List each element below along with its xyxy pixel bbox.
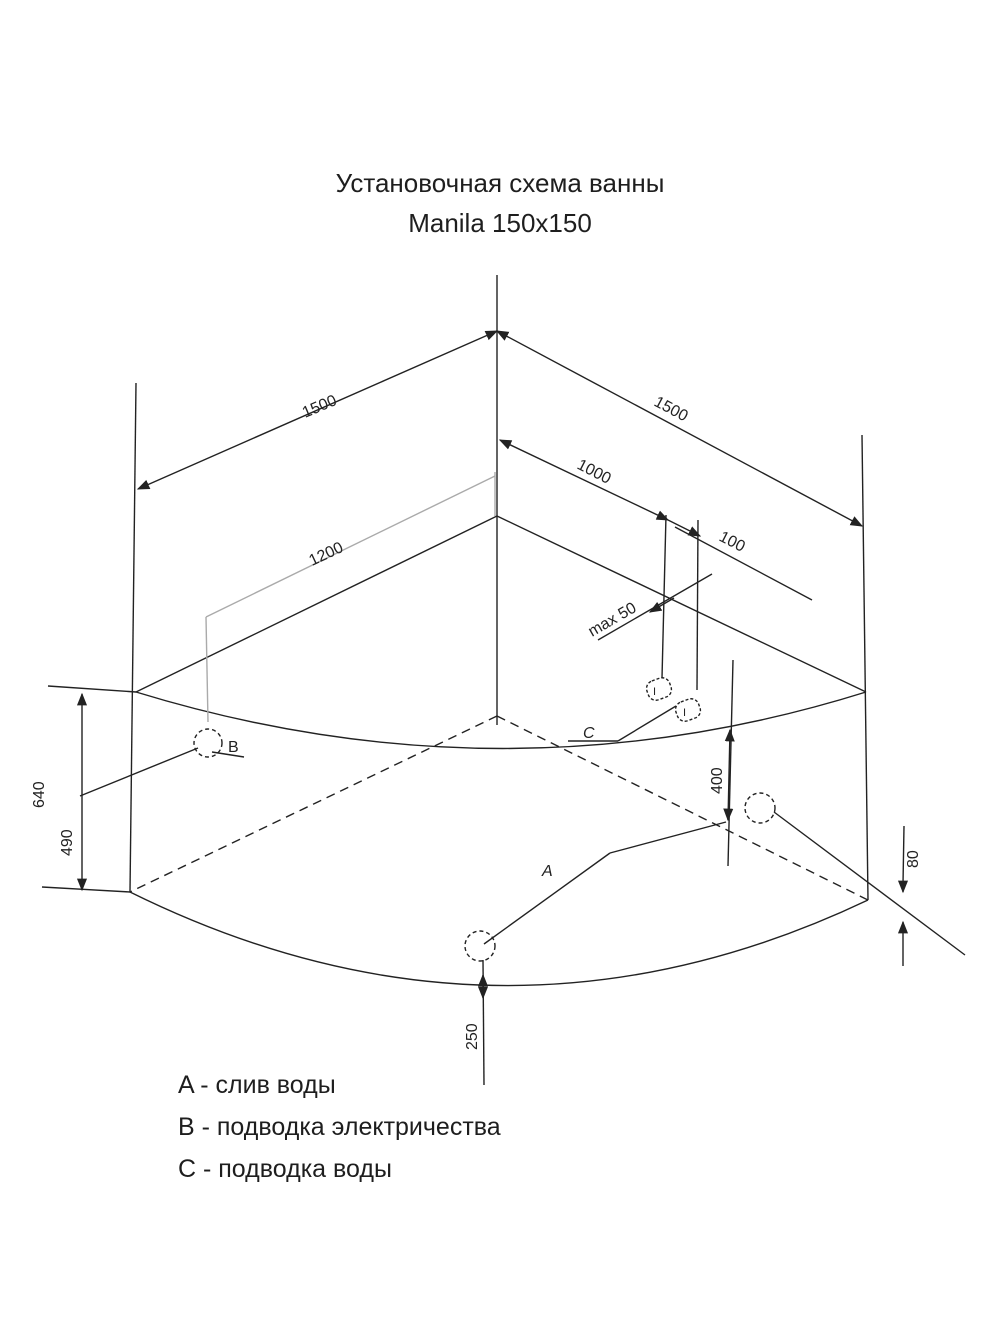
point-a-label: A (541, 863, 553, 880)
top-rim-right-edge (496, 515, 867, 693)
label-1000: 1000 (574, 456, 614, 487)
c-leader-diagonal (617, 705, 677, 742)
inlet-1-glyph: I (653, 686, 656, 698)
inlet-2-vertical (696, 519, 699, 691)
legend-item-c: C - подводка воды (178, 1155, 392, 1183)
inlet-1-vertical (661, 514, 667, 679)
max50-line (597, 573, 713, 641)
overflow-extension-line (773, 811, 966, 956)
legend-item-a: A - слив воды (178, 1071, 336, 1099)
dim-1200-line (205, 475, 496, 618)
point-c-label: C (583, 725, 595, 742)
diagram-subtitle: Manila 150x150 (408, 208, 592, 238)
top-rim-left-edge (135, 515, 498, 693)
drain-marker-circle (464, 930, 496, 962)
inlet-1-marker (645, 677, 673, 701)
overflow-marker-circle (744, 792, 776, 824)
label-640: 640 (31, 781, 48, 808)
left-bottom-extension (41, 886, 131, 893)
a-leader-right (609, 821, 727, 854)
legend: A - слив воды B - подводка электричества… (178, 1064, 501, 1190)
legend-item-b: B - подводка электричества (178, 1113, 501, 1141)
dim-1200-left-tick (205, 616, 209, 723)
right-vertical-line (861, 434, 869, 901)
dim-1500-right-line (495, 330, 864, 527)
dim-80-upper (902, 825, 905, 885)
left-vertical-line (129, 382, 137, 893)
dim-1500-left-line (136, 330, 499, 490)
b-marker-circle (193, 728, 223, 758)
label-490: 490 (59, 829, 76, 856)
dim-100-arrow (667, 519, 702, 537)
label-1200: 1200 (307, 539, 347, 569)
left-top-extension (47, 685, 137, 693)
label-80: 80 (905, 850, 922, 868)
point-b-label: B (228, 739, 239, 756)
inlet-2-glyph: I (683, 707, 686, 719)
floor-right-dashed (496, 715, 869, 901)
floor-front-arc (129, 891, 869, 987)
floor-left-dashed (129, 715, 498, 893)
b-marker-tail (211, 751, 245, 758)
b-leader-line (79, 747, 199, 797)
dim-400-line (723, 728, 735, 822)
diagram-title: Установочная схема ванны (335, 168, 665, 198)
label-1500-right: 1500 (651, 394, 690, 426)
label-400: 400 (709, 767, 726, 794)
label-1500-left: 1500 (300, 392, 340, 422)
inlet-2-marker (674, 698, 702, 722)
label-250: 250 (464, 1023, 481, 1050)
top-rim-front-arc (135, 691, 867, 750)
max50-arrow (648, 597, 675, 613)
dim-1000-line (498, 439, 670, 521)
a-leader-left (483, 852, 611, 945)
